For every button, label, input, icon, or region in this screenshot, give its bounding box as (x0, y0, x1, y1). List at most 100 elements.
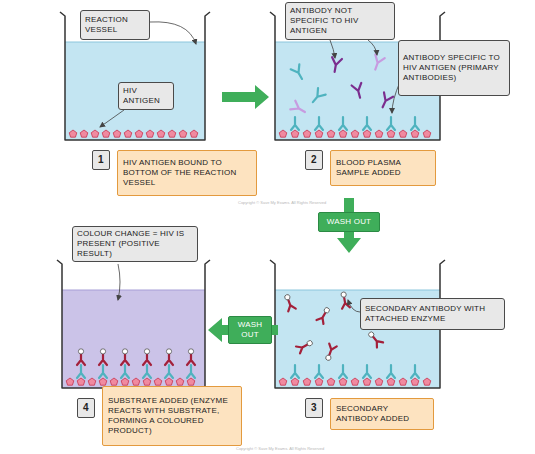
node-text: COLOUR CHANGE = HIV IS PRESENT (POSITIVE… (77, 229, 193, 259)
node-text: SECONDARY ANTIBODY ADDED (336, 404, 428, 424)
antigen (80, 130, 88, 137)
antigen (291, 130, 299, 137)
antigen (411, 378, 419, 385)
step-box: SUBSTRATE ADDED (ENZYME REACTS WITH SUBS… (102, 386, 242, 446)
antigen (423, 130, 431, 137)
wash-out-box: WASH OUT (318, 212, 380, 232)
antigen (124, 130, 132, 137)
antigen (351, 378, 359, 385)
antigen (113, 130, 121, 137)
antigen (190, 130, 198, 137)
primary-antibody (363, 365, 371, 378)
antigen (339, 130, 347, 137)
secondary-antibody (121, 349, 129, 365)
primary-antibody (121, 365, 129, 378)
antigen (88, 378, 96, 385)
antigen-row (279, 130, 431, 137)
primary-antibody (387, 365, 395, 378)
primary-antibody (411, 365, 419, 378)
antigen (315, 130, 323, 137)
antigen (423, 378, 431, 385)
primary-antibody (411, 117, 419, 130)
antigen (165, 378, 173, 385)
wash-out-box: WASH OUT (228, 316, 272, 344)
liquid-surface (62, 290, 205, 291)
node-text: SECONDARY ANTIBODY WITH ATTACHED ENZYME (365, 304, 500, 324)
node-text: WASH OUT (232, 320, 268, 340)
antigen (399, 378, 407, 385)
callout-box: ANTIBODY SPECIFIC TO HIV ANTIGEN (PRIMAR… (398, 40, 510, 96)
bound-primary-antibodies (77, 365, 195, 378)
primary-antibody (291, 365, 299, 378)
node-text: 1 (98, 154, 104, 167)
node-text: BLOOD PLASMA SAMPLE ADDED (336, 158, 430, 178)
step-box: SECONDARY ANTIBODY ADDED (330, 398, 434, 430)
antigen (291, 378, 299, 385)
primary-antibody (315, 117, 323, 130)
secondary-antibody (99, 349, 107, 365)
antigen (327, 130, 335, 137)
antibody (309, 88, 326, 105)
step-number: 1 (92, 150, 110, 170)
antigen-row (69, 130, 198, 137)
antigen (387, 378, 395, 385)
node-text: 3 (311, 402, 317, 415)
leader-line (150, 22, 196, 44)
leader-line (368, 40, 377, 55)
watermark: Copyright © Save My Exams. All Rights Re… (236, 446, 324, 451)
antigen (387, 130, 395, 137)
antigen (132, 378, 140, 385)
primary-antibody (387, 117, 395, 130)
antigen (399, 130, 407, 137)
node-text: WASH OUT (327, 217, 371, 227)
antigen (279, 130, 287, 137)
primary-antibody (315, 365, 323, 378)
antigen-row (66, 378, 195, 385)
callout-box: REACTION VESSEL (80, 10, 150, 40)
antigen (375, 130, 383, 137)
node-text: SUBSTRATE ADDED (ENZYME REACTS WITH SUBS… (108, 396, 236, 436)
process-arrow (222, 85, 269, 109)
node-text: HIV ANTIGEN BOUND TO BOTTOM OF THE REACT… (123, 158, 251, 188)
antigen (77, 378, 85, 385)
antigen (66, 378, 74, 385)
antigen (176, 378, 184, 385)
callout-box: COLOUR CHANGE = HIV IS PRESENT (POSITIVE… (72, 226, 198, 262)
antibody (371, 55, 385, 72)
antigen (279, 378, 287, 385)
bound-primary-antibodies (291, 365, 419, 378)
liquid-surface (65, 42, 205, 43)
antibody (352, 83, 365, 99)
antigen (375, 378, 383, 385)
callout-box: SECONDARY ANTIBODY WITH ATTACHED ENZYME (360, 298, 505, 330)
antigen (411, 130, 419, 137)
antigen-row (279, 378, 431, 385)
secondary-antibody (367, 330, 384, 348)
leader-line (330, 40, 335, 58)
primary-antibody (165, 365, 173, 378)
secondary-antibody (187, 349, 195, 365)
leader-line (348, 300, 360, 312)
secondary-antibody (165, 349, 173, 365)
secondary-antibody (283, 293, 296, 311)
antigen (146, 130, 154, 137)
antigen (187, 378, 195, 385)
step-number: 3 (305, 398, 323, 418)
antigen (121, 378, 129, 385)
node-text: HIV ANTIGEN (123, 86, 169, 106)
antigen (327, 378, 335, 385)
primary-antibody (77, 365, 85, 378)
antigen (168, 130, 176, 137)
bound-secondary-antibodies (77, 349, 195, 365)
step-box: BLOOD PLASMA SAMPLE ADDED (330, 150, 436, 186)
antigen (303, 378, 311, 385)
node-text: ANTIBODY SPECIFIC TO HIV ANTIGEN (PRIMAR… (403, 53, 505, 83)
antigen (69, 130, 77, 137)
liquid-surface (275, 290, 440, 291)
liquid (65, 42, 205, 140)
node-text: 4 (83, 402, 89, 415)
callout-box: ANTIBODY NOT SPECIFIC TO HIV ANTIGEN (285, 2, 395, 40)
antibody (290, 101, 307, 117)
antigen (91, 130, 99, 137)
